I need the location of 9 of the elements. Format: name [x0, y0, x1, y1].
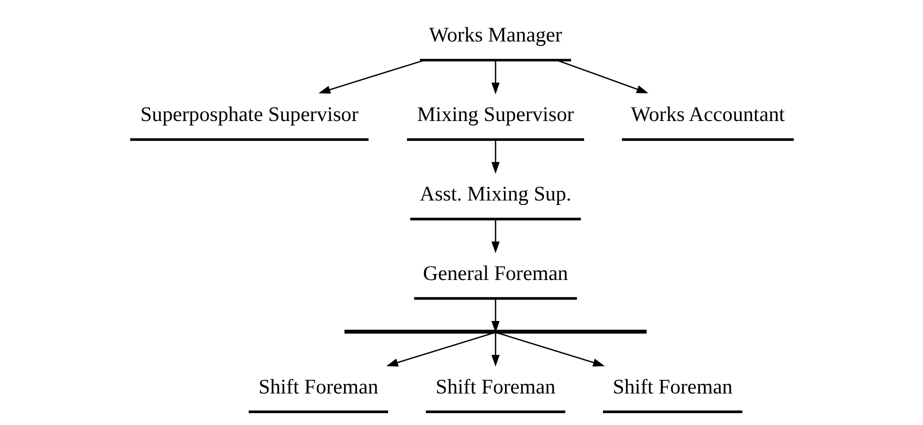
node-text: Shift Foreman	[435, 374, 555, 398]
node-text: Asst. Mixing Sup.	[419, 182, 571, 206]
node-text: Shift Foreman	[612, 374, 732, 398]
node-text: Mixing Supervisor	[416, 102, 574, 126]
node-text: General Foreman	[422, 260, 568, 285]
node-text: Works Manager	[428, 22, 562, 47]
node-text: Shift Foreman	[258, 374, 378, 398]
node-text: Works Accountant	[630, 102, 784, 126]
node-text: Superposphate Supervisor	[140, 102, 358, 126]
